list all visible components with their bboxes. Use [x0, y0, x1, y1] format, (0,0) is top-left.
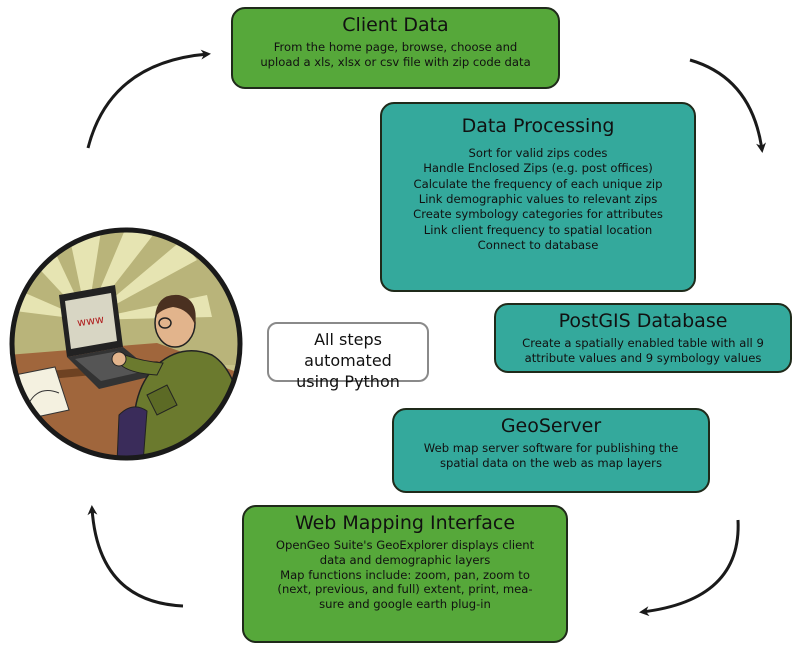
data-processing-title: Data Processing: [461, 115, 615, 137]
postgis-title: PostGIS Database: [558, 310, 728, 332]
client-data-title: Client Data: [342, 14, 449, 36]
client-data-description: From the home page, browse, choose and u…: [233, 40, 558, 71]
geoserver-line: Web map server software for publishing t…: [423, 440, 679, 455]
postgis-line: attribute values and 9 symbology values: [524, 351, 762, 366]
automation-note-line: using Python: [296, 371, 400, 391]
processing-step: Connect to database: [477, 238, 599, 253]
web-mapping-line: sure and google earth plug-in: [319, 597, 491, 612]
client-data-line: upload a xls, xlsx or csv file with zip …: [260, 55, 531, 70]
processing-step: Link demographic values to relevant zips: [418, 192, 658, 207]
client-data-line: From the home page, browse, choose and: [273, 39, 518, 54]
arrow-top-right: [689, 58, 766, 153]
web-mapping-line: OpenGeo Suite's GeoExplorer displays cli…: [275, 537, 535, 552]
web-mapping-line: data and demographic layers: [319, 552, 491, 567]
arrow-bottom-right: [639, 519, 740, 617]
postgis-line: Create a spatially enabled table with al…: [522, 335, 764, 350]
data-processing-steps: Sort for valid zips codes Handle Enclose…: [382, 146, 694, 254]
geoserver-line: spatial data on the web as map layers: [440, 456, 662, 471]
postgis-database-box: PostGIS Database Create a spatially enab…: [494, 303, 792, 373]
automation-note: All steps automated using Python: [267, 322, 429, 391]
processing-step: Calculate the frequency of each unique z…: [413, 176, 663, 191]
processing-step: Sort for valid zips codes: [468, 145, 608, 160]
postgis-description: Create a spatially enabled table with al…: [496, 336, 790, 367]
web-mapping-title: Web Mapping Interface: [294, 512, 516, 534]
processing-step: Create symbology categories for attribut…: [413, 207, 663, 222]
data-processing-box: Data Processing Sort for valid zips code…: [380, 102, 696, 292]
geoserver-box: GeoServer Web map server software for pu…: [392, 408, 710, 493]
arrow-bottom-left: [87, 505, 184, 608]
automation-note-line: All steps automated: [304, 330, 392, 370]
geoserver-title: GeoServer: [500, 415, 602, 437]
person-at-laptop-illustration: www: [9, 227, 243, 461]
geoserver-description: Web map server software for publishing t…: [394, 441, 708, 472]
web-mapping-line: (next, previous, and full) extent, print…: [277, 582, 533, 597]
processing-step: Handle Enclosed Zips (e.g. post offices): [423, 161, 653, 176]
web-mapping-line: Map functions include: zoom, pan, zoom t…: [280, 567, 530, 582]
arrow-top-left: [86, 49, 211, 149]
processing-step: Link client frequency to spatial locatio…: [423, 222, 653, 237]
web-mapping-description: OpenGeo Suite's GeoExplorer displays cli…: [244, 538, 566, 612]
web-mapping-interface-box: Web Mapping Interface OpenGeo Suite's Ge…: [242, 505, 568, 643]
laptop-screen-text: www: [76, 313, 105, 330]
client-data-box: Client Data From the home page, browse, …: [231, 7, 560, 89]
